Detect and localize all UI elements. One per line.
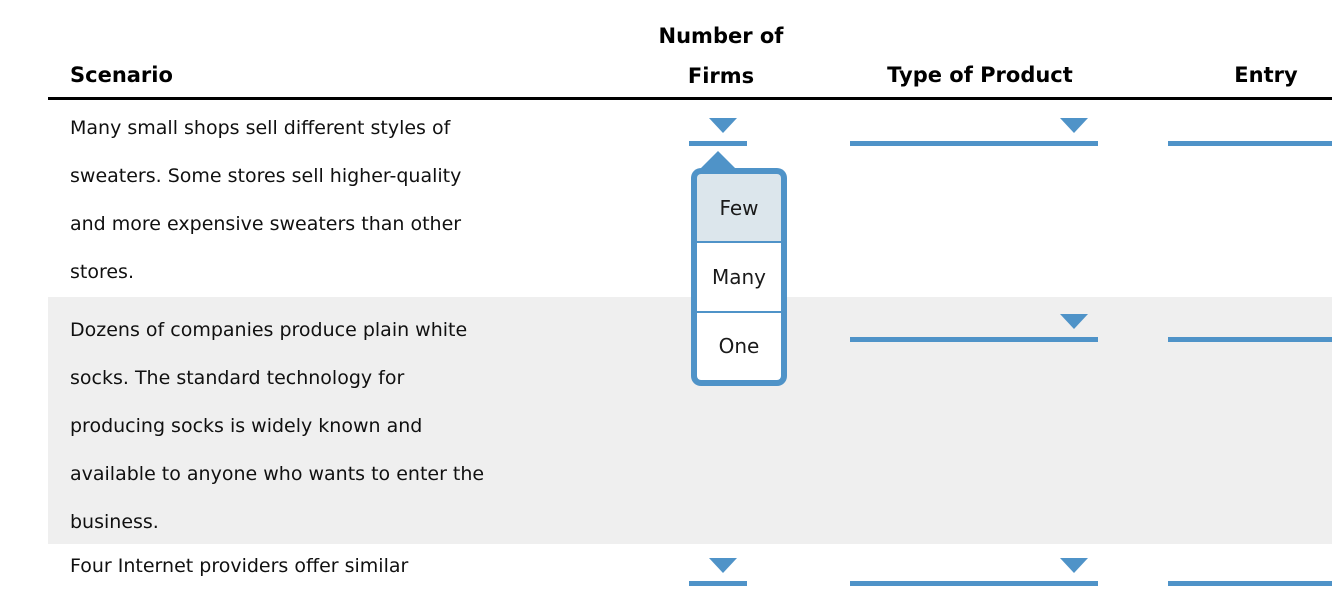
dropdown-arrow-icon [1060, 314, 1088, 329]
dropdown-popup-pointer-icon [701, 151, 735, 168]
row-2-entry-dropdown[interactable] [1168, 311, 1332, 342]
dropdown-option-few[interactable]: Few [697, 174, 781, 242]
dropdown-underline [689, 141, 747, 146]
row-2-scenario-line: business. [70, 511, 159, 533]
column-header-number-of-firms: Number of Firms [640, 16, 802, 96]
dropdown-underline [850, 581, 1098, 586]
row-3-type-of-product-dropdown[interactable] [850, 555, 1098, 586]
row-1-number-of-firms-dropdown[interactable] [689, 115, 747, 146]
row-3-entry-dropdown[interactable] [1168, 555, 1332, 586]
row-2-scenario-line: Dozens of companies produce plain white [70, 319, 468, 341]
dropdown-arrow-icon [1060, 118, 1088, 133]
dropdown-underline [1168, 337, 1332, 342]
column-header-type-of-product: Type of Product [887, 63, 1073, 87]
dropdown-option-many[interactable]: Many [697, 243, 781, 311]
row-1-type-of-product-dropdown[interactable] [850, 115, 1098, 146]
row-2-type-of-product-dropdown[interactable] [850, 311, 1098, 342]
column-header-entry: Entry [1234, 63, 1298, 87]
row-1-scenario-line: Many small shops sell different styles o… [70, 117, 451, 139]
row-1-scenario-line: and more expensive sweaters than other [70, 213, 462, 235]
row-2-scenario-line: available to anyone who wants to enter t… [70, 463, 485, 485]
dropdown-popup: Few Many One [691, 168, 787, 386]
row-2-scenario-line: producing socks is widely known and [70, 415, 423, 437]
row-2-stripe-background [48, 297, 1332, 544]
dropdown-underline [1168, 141, 1332, 146]
dropdown-underline [850, 141, 1098, 146]
dropdown-underline [850, 337, 1098, 342]
dropdown-underline [1168, 581, 1332, 586]
row-1-scenario-text: Many small shops sell different styles o… [70, 104, 461, 296]
row-3-scenario-text: Four Internet providers offer similar [70, 542, 408, 590]
row-3-number-of-firms-dropdown[interactable] [689, 555, 747, 586]
dropdown-arrow-icon [709, 558, 737, 573]
header-divider-rule [48, 97, 1332, 100]
row-1-entry-dropdown[interactable] [1168, 115, 1332, 146]
dropdown-arrow-icon [709, 118, 737, 133]
row-3-scenario-line: Four Internet providers offer similar [70, 555, 409, 577]
row-1-scenario-line: sweaters. Some stores sell higher-qualit… [70, 165, 462, 187]
column-header-number-of-firms-line1: Number of [658, 24, 784, 48]
dropdown-option-one[interactable]: One [697, 312, 781, 380]
row-2-scenario-text: Dozens of companies produce plain white … [70, 306, 484, 546]
column-header-scenario: Scenario [70, 63, 173, 87]
column-header-number-of-firms-line2: Firms [687, 64, 755, 88]
row-2-scenario-line: socks. The standard technology for [70, 367, 405, 389]
dropdown-arrow-icon [1060, 558, 1088, 573]
row-1-scenario-line: stores. [70, 261, 134, 283]
dropdown-underline [689, 581, 747, 586]
